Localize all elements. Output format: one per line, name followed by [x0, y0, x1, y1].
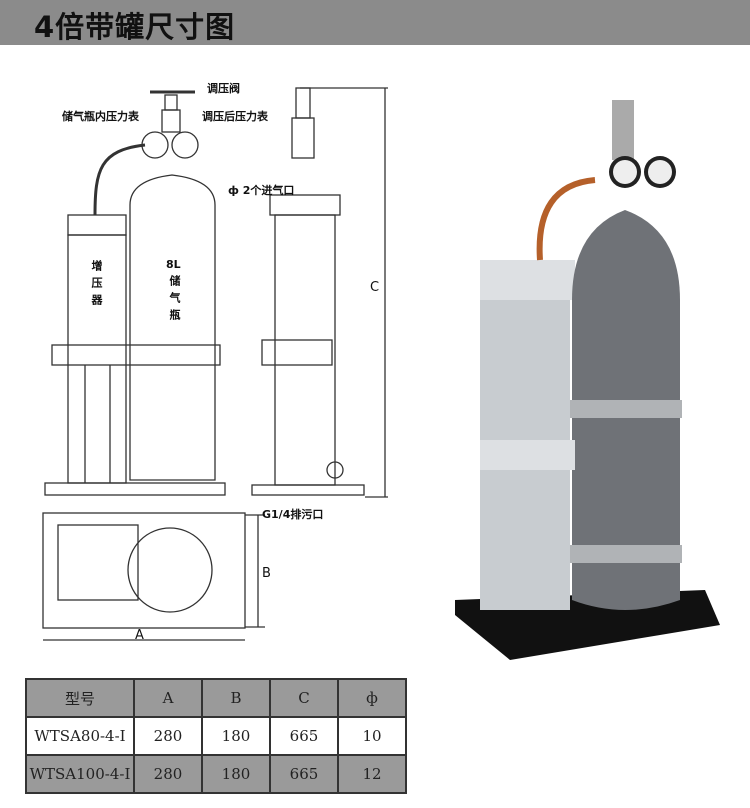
page-title: 4倍带罐尺寸图 [34, 10, 236, 44]
dimension-b: B [262, 566, 271, 581]
label-regulator-valve: 调压阀 [207, 82, 240, 95]
header-model: 型号 [25, 678, 135, 718]
header-phi: ф [337, 678, 407, 718]
title-bar: 4倍带罐尺寸图 [0, 0, 750, 45]
label-drain: G1/4排污口 [262, 508, 324, 521]
table-header: 型号 A B C ф [25, 678, 407, 718]
cell-b: 180 [201, 754, 271, 794]
label-tank: 储气瓶 [168, 275, 181, 326]
cell-b: 180 [201, 716, 271, 756]
label-tank-gauge: 储气瓶内压力表 [62, 110, 139, 123]
side-view-drawing [251, 87, 388, 498]
cell-model: WTSA80-4-I [25, 716, 135, 756]
cell-model: WTSA100-4-I [25, 754, 135, 794]
spec-table: 型号 A B C ф WTSA80-4-I 280 180 665 10 WTS… [25, 678, 407, 794]
dimension-c: C [370, 280, 380, 295]
table-row: WTSA100-4-I 280 180 665 12 [25, 754, 407, 794]
cell-a: 280 [133, 754, 203, 794]
cell-c: 665 [269, 716, 339, 756]
header-a: A [133, 678, 203, 718]
cell-phi: 12 [337, 754, 407, 794]
cell-a: 280 [133, 716, 203, 756]
label-outlet-gauge: 调压后压力表 [202, 110, 268, 123]
label-tank-volume: 8L [166, 258, 181, 271]
cell-phi: 10 [337, 716, 407, 756]
top-view-drawing [42, 512, 265, 641]
product-photo [455, 100, 720, 660]
front-view-drawing [44, 90, 226, 496]
table-row: WTSA80-4-I 280 180 665 10 [25, 716, 407, 756]
cell-c: 665 [269, 754, 339, 794]
header-c: C [269, 678, 339, 718]
label-inlet: ф 2个进气口 [228, 184, 295, 197]
label-booster: 增压器 [90, 260, 103, 311]
dimension-a: A [135, 628, 144, 643]
header-b: B [201, 678, 271, 718]
